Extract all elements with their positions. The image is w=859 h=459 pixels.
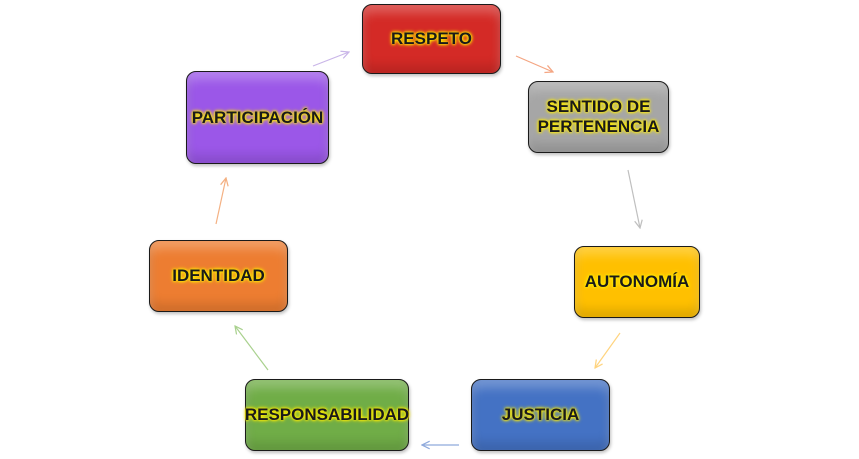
node-autonomia-label: AUTONOMÍA [584,272,690,291]
node-sentido-de-pertenencia-label: SENTIDO DE PERTENENCIA [537,97,660,136]
arrow-identidad-to-participacion [215,178,226,225]
node-justicia-label: JUSTICIA [501,405,580,424]
node-responsabilidad-label: RESPONSABILIDAD [244,405,410,424]
node-justicia: JUSTICIA [471,379,610,451]
node-participacion: PARTICIPACIÓN [186,71,329,164]
arrow-respeto-to-sentido-de-pertenencia [515,55,553,72]
node-respeto: RESPETO [362,4,501,74]
arrow-layer [215,52,640,445]
arrow-autonomia-to-justicia [595,332,621,368]
node-autonomia: AUTONOMÍA [574,246,700,318]
node-responsabilidad: RESPONSABILIDAD [245,379,409,451]
node-identidad: IDENTIDAD [149,240,288,312]
node-identidad-label: IDENTIDAD [172,266,265,285]
node-participacion-label: PARTICIPACIÓN [191,107,324,127]
arrow-responsabilidad-to-identidad [235,326,269,371]
arrow-participacion-to-respeto [312,52,349,67]
node-sentido-de-pertenencia: SENTIDO DE PERTENENCIA [528,81,669,153]
node-respeto-label: RESPETO [391,29,472,48]
arrow-sentido-de-pertenencia-to-autonomia [627,169,640,228]
